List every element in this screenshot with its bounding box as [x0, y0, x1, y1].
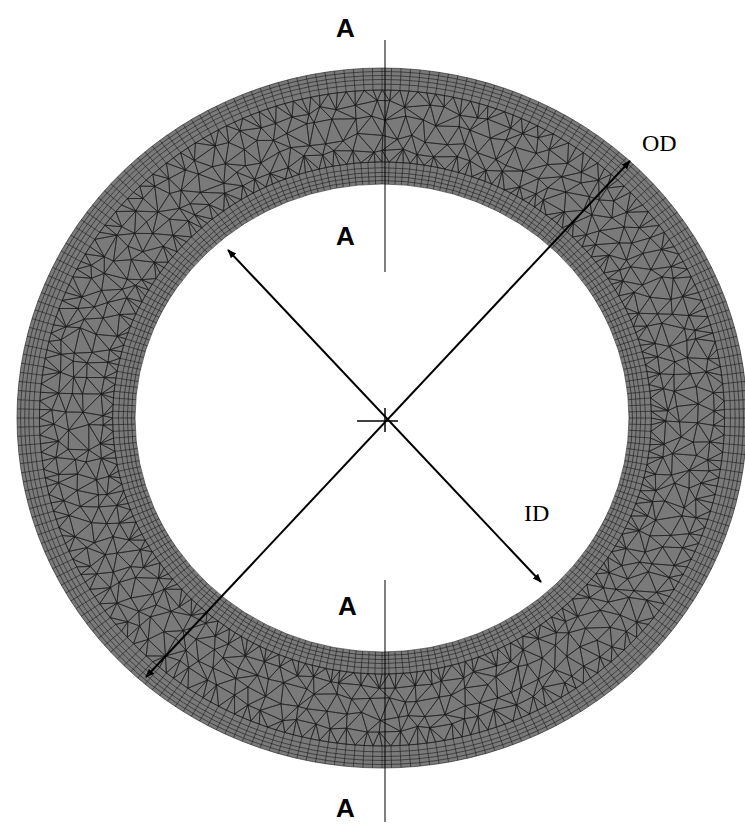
section-label: A: [336, 793, 355, 823]
center-mark: [384, 408, 386, 432]
section-label: A: [336, 221, 355, 251]
section-label-box: A: [338, 592, 357, 622]
section-line: [385, 40, 386, 272]
section-line: [385, 580, 386, 822]
od-dimension-arrow: [146, 161, 630, 677]
section-label-box: A: [336, 794, 355, 824]
ring-mesh: [17, 68, 745, 768]
triangle-mesh: [39, 90, 724, 746]
section-label: A: [338, 591, 357, 621]
center-mark: [357, 420, 398, 422]
section-label-box: A: [336, 222, 355, 252]
dimension-label: ID: [524, 500, 549, 526]
id-dimension-arrow: [228, 250, 541, 582]
dimension-label: OD: [642, 130, 677, 156]
section-label-box: A: [336, 14, 355, 44]
section-label: A: [336, 13, 355, 43]
ring-fill: [17, 68, 745, 768]
dimension-label-box: ID: [524, 500, 549, 528]
boundary-layer-mesh: [17, 68, 745, 768]
dimension-label-box: OD: [642, 130, 677, 158]
